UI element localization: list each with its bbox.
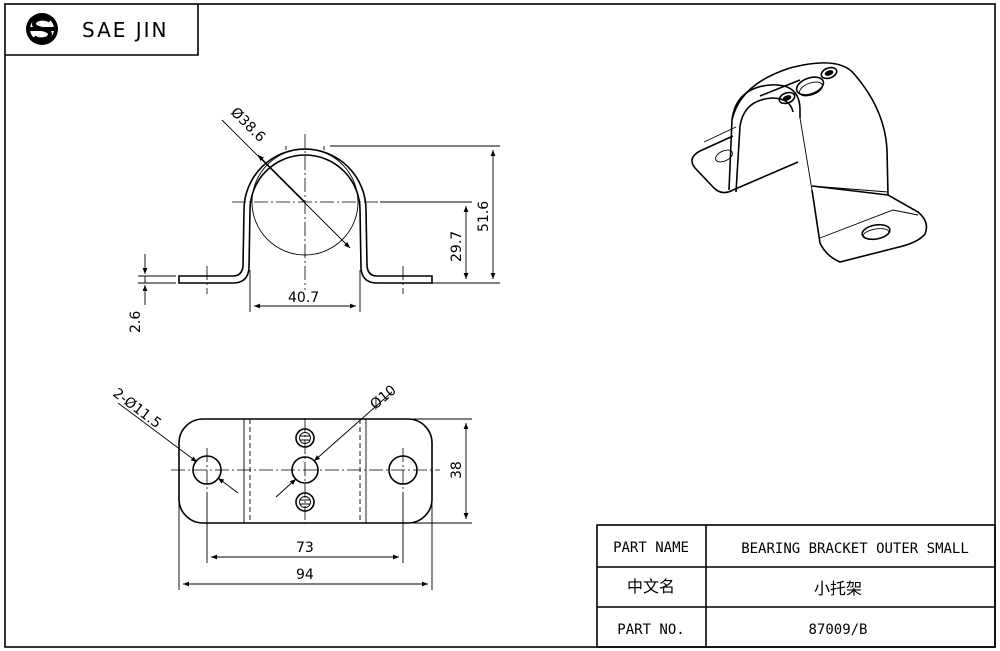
chinese-name-value: 小托架 <box>814 579 862 598</box>
title-block: PART NAME BEARING BRACKET OUTER SMALL 中文… <box>596 524 996 648</box>
company-name: SAE JIN <box>82 18 169 42</box>
dim-overall-length: 94 <box>296 567 314 583</box>
dim-overall-height: 51.6 <box>476 201 492 232</box>
iso-nut-icon-1 <box>778 91 796 105</box>
dim-center-hole: Ø10 <box>367 382 399 413</box>
part-name-value: BEARING BRACKET OUTER SMALL <box>741 541 969 557</box>
front-view: Ø38.6 51.6 29.7 40.7 2.6 <box>128 105 500 333</box>
top-view: 2-Ø11.5 Ø10 38 73 94 <box>110 382 472 590</box>
dim-bore-diameter: Ø38.6 <box>227 105 268 146</box>
dim-thickness: 2.6 <box>128 311 144 333</box>
dim-center-height: 29.7 <box>449 231 465 262</box>
part-no-label: PART NO. <box>617 622 684 638</box>
dim-mount-holes: 2-Ø11.5 <box>110 385 164 432</box>
isometric-view <box>691 62 928 263</box>
company-header: SAE JIN <box>5 4 199 56</box>
dim-width: 38 <box>449 461 465 479</box>
iso-nut-icon-2 <box>820 66 838 80</box>
chinese-name-label: 中文名 <box>627 577 675 596</box>
sheet-border <box>4 3 996 648</box>
part-no-value: 87009/B <box>808 622 867 638</box>
sj-logo-icon <box>26 13 58 45</box>
part-name-label: PART NAME <box>613 540 689 556</box>
dim-hole-spacing: 73 <box>296 540 314 556</box>
dim-inner-width: 40.7 <box>288 290 319 306</box>
